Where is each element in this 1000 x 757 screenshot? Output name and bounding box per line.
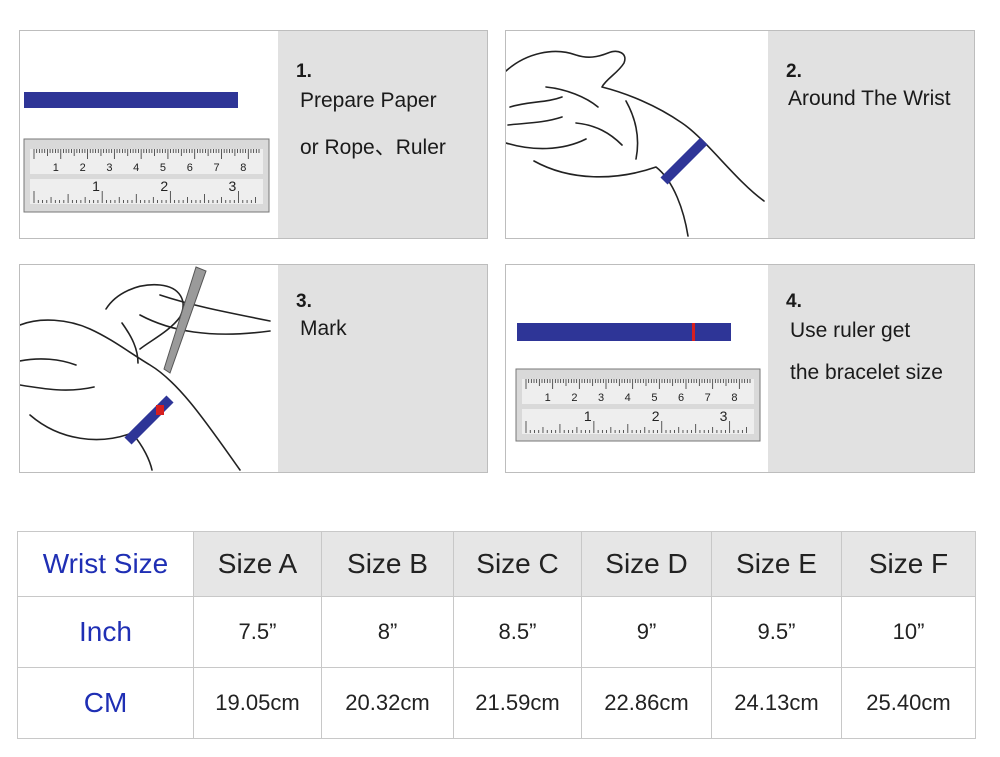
ruler-label: 1 xyxy=(545,392,551,404)
table-header-cell: Size F xyxy=(841,531,976,597)
paper-strip xyxy=(24,92,238,108)
hand-icon xyxy=(506,50,765,237)
step-1-text-area: 1. Prepare Paper or Rope、Ruler xyxy=(278,31,487,238)
step-text-line: or Rope、Ruler xyxy=(300,136,446,159)
pencil-icon xyxy=(163,266,207,374)
table-header-cell: Size A xyxy=(193,531,322,597)
ruler-label: 5 xyxy=(160,162,166,174)
table-cell: 22.86cm xyxy=(581,667,712,739)
step-text-line: the bracelet size xyxy=(790,361,943,384)
ruler-label: 1 xyxy=(53,162,59,174)
table-cell: 7.5” xyxy=(193,596,322,668)
table-header-cell: Wrist Size xyxy=(17,531,194,597)
mark-wrist-illustration xyxy=(20,266,271,471)
ruler-label: 7 xyxy=(214,162,220,174)
ruler-label: 2 xyxy=(571,392,577,404)
table-cell: 10” xyxy=(841,596,976,668)
step-number: 4. xyxy=(786,291,802,312)
step-number: 2. xyxy=(786,61,802,82)
table-cell: 20.32cm xyxy=(321,667,454,739)
ruler-label: 2 xyxy=(80,162,86,174)
wrist-wrap-illustration xyxy=(506,50,765,237)
table-header-cell: Size D xyxy=(581,531,712,597)
ruler-label: 2 xyxy=(652,408,660,424)
table-cell: 9” xyxy=(581,596,712,668)
table-row: CM 19.05cm 20.32cm 21.59cm 22.86cm 24.13… xyxy=(17,667,976,739)
table-row: Inch 7.5” 8” 8.5” 9” 9.5” 10” xyxy=(17,596,976,668)
ruler-label: 2 xyxy=(160,178,168,194)
table-header-cell: Size E xyxy=(711,531,842,597)
ruler-label: 4 xyxy=(625,392,631,404)
table-cell: 9.5” xyxy=(711,596,842,668)
ruler-label: 3 xyxy=(720,408,728,424)
ruler-label: 5 xyxy=(651,392,657,404)
table-header-cell: Size B xyxy=(321,531,454,597)
ruler-label: 6 xyxy=(678,392,684,404)
step-text-line: Prepare Paper xyxy=(300,89,437,112)
step-3-panel: 3. Mark xyxy=(19,264,488,473)
mark-point xyxy=(156,405,164,415)
table-row-label: Inch xyxy=(17,596,194,668)
ruler-label: 3 xyxy=(106,162,112,174)
step-number: 1. xyxy=(296,61,312,82)
step-4-text-area: 4. Use ruler get the bracelet size xyxy=(768,265,974,472)
table-cell: 19.05cm xyxy=(193,667,322,739)
hands-icon xyxy=(20,283,271,471)
ruler-label: 8 xyxy=(731,392,737,404)
size-chart-table: Wrist Size Size A Size B Size C Size D S… xyxy=(17,531,976,739)
table-header-row: Wrist Size Size A Size B Size C Size D S… xyxy=(17,531,976,597)
step-3-illustration xyxy=(20,265,278,472)
step-text-line: Use ruler get xyxy=(790,319,911,342)
table-cell: 25.40cm xyxy=(841,667,976,739)
ruler-label: 1 xyxy=(92,178,100,194)
ruler-label: 3 xyxy=(229,178,237,194)
step-number: 3. xyxy=(296,291,312,312)
band-strip xyxy=(660,137,708,185)
step-text-line: Mark xyxy=(300,317,347,340)
table-header-cell: Size C xyxy=(453,531,582,597)
mark-line xyxy=(692,323,695,341)
step-2-illustration xyxy=(506,31,768,238)
ruler-label: 8 xyxy=(240,162,246,174)
table-cell: 24.13cm xyxy=(711,667,842,739)
table-cell: 8.5” xyxy=(453,596,582,668)
ruler-label: 1 xyxy=(584,408,592,424)
ruler-label: 6 xyxy=(187,162,193,174)
step-2-panel: 2. Around The Wrist xyxy=(505,30,975,239)
step-3-text-area: 3. Mark xyxy=(278,265,487,472)
table-cell: 8” xyxy=(321,596,454,668)
step-text-line: Around The Wrist xyxy=(788,87,951,110)
paper-strip xyxy=(517,323,731,341)
ruler-label: 3 xyxy=(598,392,604,404)
table-cell: 21.59cm xyxy=(453,667,582,739)
table-row-label: CM xyxy=(17,667,194,739)
ruler-label: 4 xyxy=(133,162,139,174)
step-2-text-area: 2. Around The Wrist xyxy=(768,31,974,238)
ruler-label: 7 xyxy=(705,392,711,404)
